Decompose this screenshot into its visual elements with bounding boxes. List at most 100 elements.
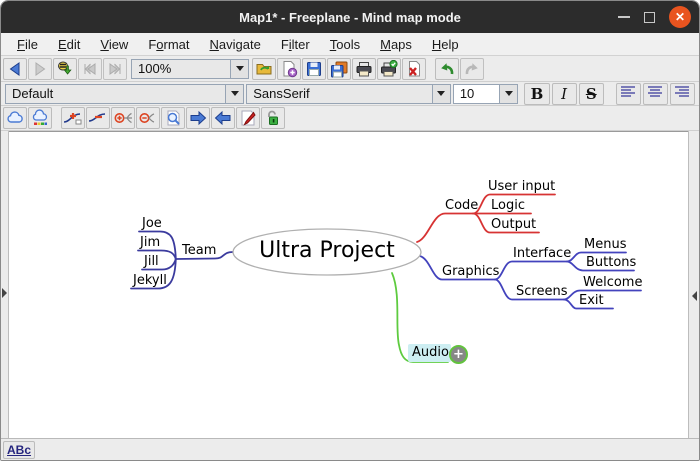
magnifier-icon xyxy=(164,109,182,127)
node-interface[interactable]: Interface xyxy=(513,246,572,261)
node-jekyll[interactable]: Jekyll xyxy=(133,273,167,288)
zoom-value: 100% xyxy=(138,61,172,76)
node-logic[interactable]: Logic xyxy=(491,198,525,213)
edge-graphics-interface xyxy=(494,260,568,281)
fold-all-button[interactable] xyxy=(136,107,160,129)
font-family-select[interactable]: SansSerif xyxy=(246,83,451,104)
skip-forward-button[interactable] xyxy=(103,57,127,80)
skip-back-icon xyxy=(81,60,99,78)
print-button[interactable] xyxy=(352,57,376,80)
skip-forward-icon xyxy=(106,60,124,78)
left-panel-handle[interactable] xyxy=(2,286,7,300)
cloud-button[interactable] xyxy=(3,107,27,129)
node-audio-selected[interactable]: Audio xyxy=(408,344,451,362)
right-panel-strip[interactable] xyxy=(688,131,699,438)
close-map-button[interactable] xyxy=(402,57,426,80)
undo-button[interactable] xyxy=(435,57,459,80)
next-node-button[interactable] xyxy=(186,107,210,129)
menu-label: i xyxy=(288,36,292,52)
menu-edit[interactable]: Edit xyxy=(48,35,90,54)
menu-maps[interactable]: Maps xyxy=(370,35,422,54)
bee-update-icon xyxy=(56,60,74,78)
node-jill[interactable]: Jill xyxy=(144,254,159,269)
font-size-select[interactable]: 10 xyxy=(452,83,519,104)
style-select[interactable]: Default xyxy=(5,83,245,104)
minimize-icon[interactable] xyxy=(618,16,630,18)
bold-button[interactable]: B xyxy=(524,82,550,105)
strikethrough-button[interactable]: S xyxy=(578,82,604,105)
unfold-all-button[interactable] xyxy=(111,107,135,129)
root-ellipse[interactable] xyxy=(232,228,422,276)
close-document-icon xyxy=(405,60,423,78)
node-welcome[interactable]: Welcome xyxy=(583,275,643,290)
node-code[interactable]: Code xyxy=(445,198,479,213)
printer-check-icon xyxy=(380,59,398,78)
previous-node-button[interactable] xyxy=(211,107,235,129)
left-panel-strip[interactable] xyxy=(1,131,9,438)
mind-map-canvas[interactable]: Ultra Project Team Joe Jim Jill Jekyll C… xyxy=(9,131,688,438)
menu-bar: File Edit View Format Navigate Filter To… xyxy=(1,33,699,56)
add-edge-button[interactable] xyxy=(61,107,85,129)
menu-help[interactable]: Help xyxy=(422,35,469,54)
menu-file[interactable]: File xyxy=(7,35,48,54)
edit-node-button[interactable] xyxy=(236,107,260,129)
format-toolbar: Default SansSerif 10 B I S xyxy=(1,82,699,106)
add-child-plus-button[interactable]: + xyxy=(449,345,468,364)
font-family-value: SansSerif xyxy=(253,86,310,101)
italic-button[interactable]: I xyxy=(551,82,577,105)
menu-tools[interactable]: Tools xyxy=(320,35,370,54)
edit-toolbar xyxy=(1,106,699,131)
menu-label: F xyxy=(17,36,25,52)
menu-view[interactable]: View xyxy=(90,35,138,54)
menu-navigate[interactable]: Navigate xyxy=(200,35,271,54)
menu-filter[interactable]: Filter xyxy=(271,35,320,54)
edge-code-output xyxy=(472,212,540,234)
new-map-button[interactable] xyxy=(277,57,301,80)
map-overview-button[interactable] xyxy=(161,107,185,129)
align-center-button[interactable] xyxy=(642,82,668,105)
node-jim[interactable]: Jim xyxy=(140,235,161,250)
previous-map-button[interactable] xyxy=(3,57,27,80)
skip-back-button[interactable] xyxy=(78,57,102,80)
chevron-down-icon[interactable] xyxy=(230,59,248,78)
node-graphics[interactable]: Graphics xyxy=(442,264,500,279)
node-output[interactable]: Output xyxy=(491,217,537,232)
edge-root-graphics xyxy=(419,255,496,281)
print-preview-button[interactable] xyxy=(377,57,401,80)
close-icon[interactable]: ✕ xyxy=(669,6,691,28)
unlocked-padlock-icon xyxy=(264,109,282,127)
node-screens[interactable]: Screens xyxy=(516,284,568,299)
font-size-input[interactable]: 10 xyxy=(453,84,500,103)
maximize-icon[interactable] xyxy=(644,11,655,23)
node-root[interactable]: Ultra Project xyxy=(259,238,395,263)
node-user-input[interactable]: User input xyxy=(488,179,556,194)
menu-label: V xyxy=(100,36,109,52)
check-updates-button[interactable] xyxy=(53,57,77,80)
next-map-button[interactable] xyxy=(28,57,52,80)
chevron-down-icon[interactable] xyxy=(499,84,518,103)
save-map-as-button[interactable] xyxy=(327,57,351,80)
remove-edge-button[interactable] xyxy=(86,107,110,129)
node-exit[interactable]: Exit xyxy=(579,293,604,308)
cloud-color-button[interactable] xyxy=(28,107,52,129)
chevron-down-icon[interactable] xyxy=(431,84,450,103)
lock-button[interactable] xyxy=(261,107,285,129)
save-map-button[interactable] xyxy=(302,57,326,80)
open-map-button[interactable] xyxy=(252,57,276,80)
spellcheck-button[interactable]: ABc xyxy=(3,440,36,459)
right-panel-handle[interactable] xyxy=(692,289,697,303)
chevron-down-icon[interactable] xyxy=(225,84,244,103)
node-buttons[interactable]: Buttons xyxy=(586,255,637,270)
redo-button[interactable] xyxy=(460,57,484,80)
mind-map-edges xyxy=(130,193,642,363)
edge-graphics-screens xyxy=(494,278,565,301)
menu-format[interactable]: Format xyxy=(138,35,199,54)
zoom-select[interactable]: 100% xyxy=(131,58,249,79)
menu-label: M xyxy=(380,36,391,52)
align-right-button[interactable] xyxy=(669,82,695,105)
edge-root-team xyxy=(175,251,234,260)
node-team[interactable]: Team xyxy=(182,243,217,258)
node-joe[interactable]: Joe xyxy=(142,216,162,231)
align-left-button[interactable] xyxy=(615,82,641,105)
node-menus[interactable]: Menus xyxy=(584,237,627,252)
